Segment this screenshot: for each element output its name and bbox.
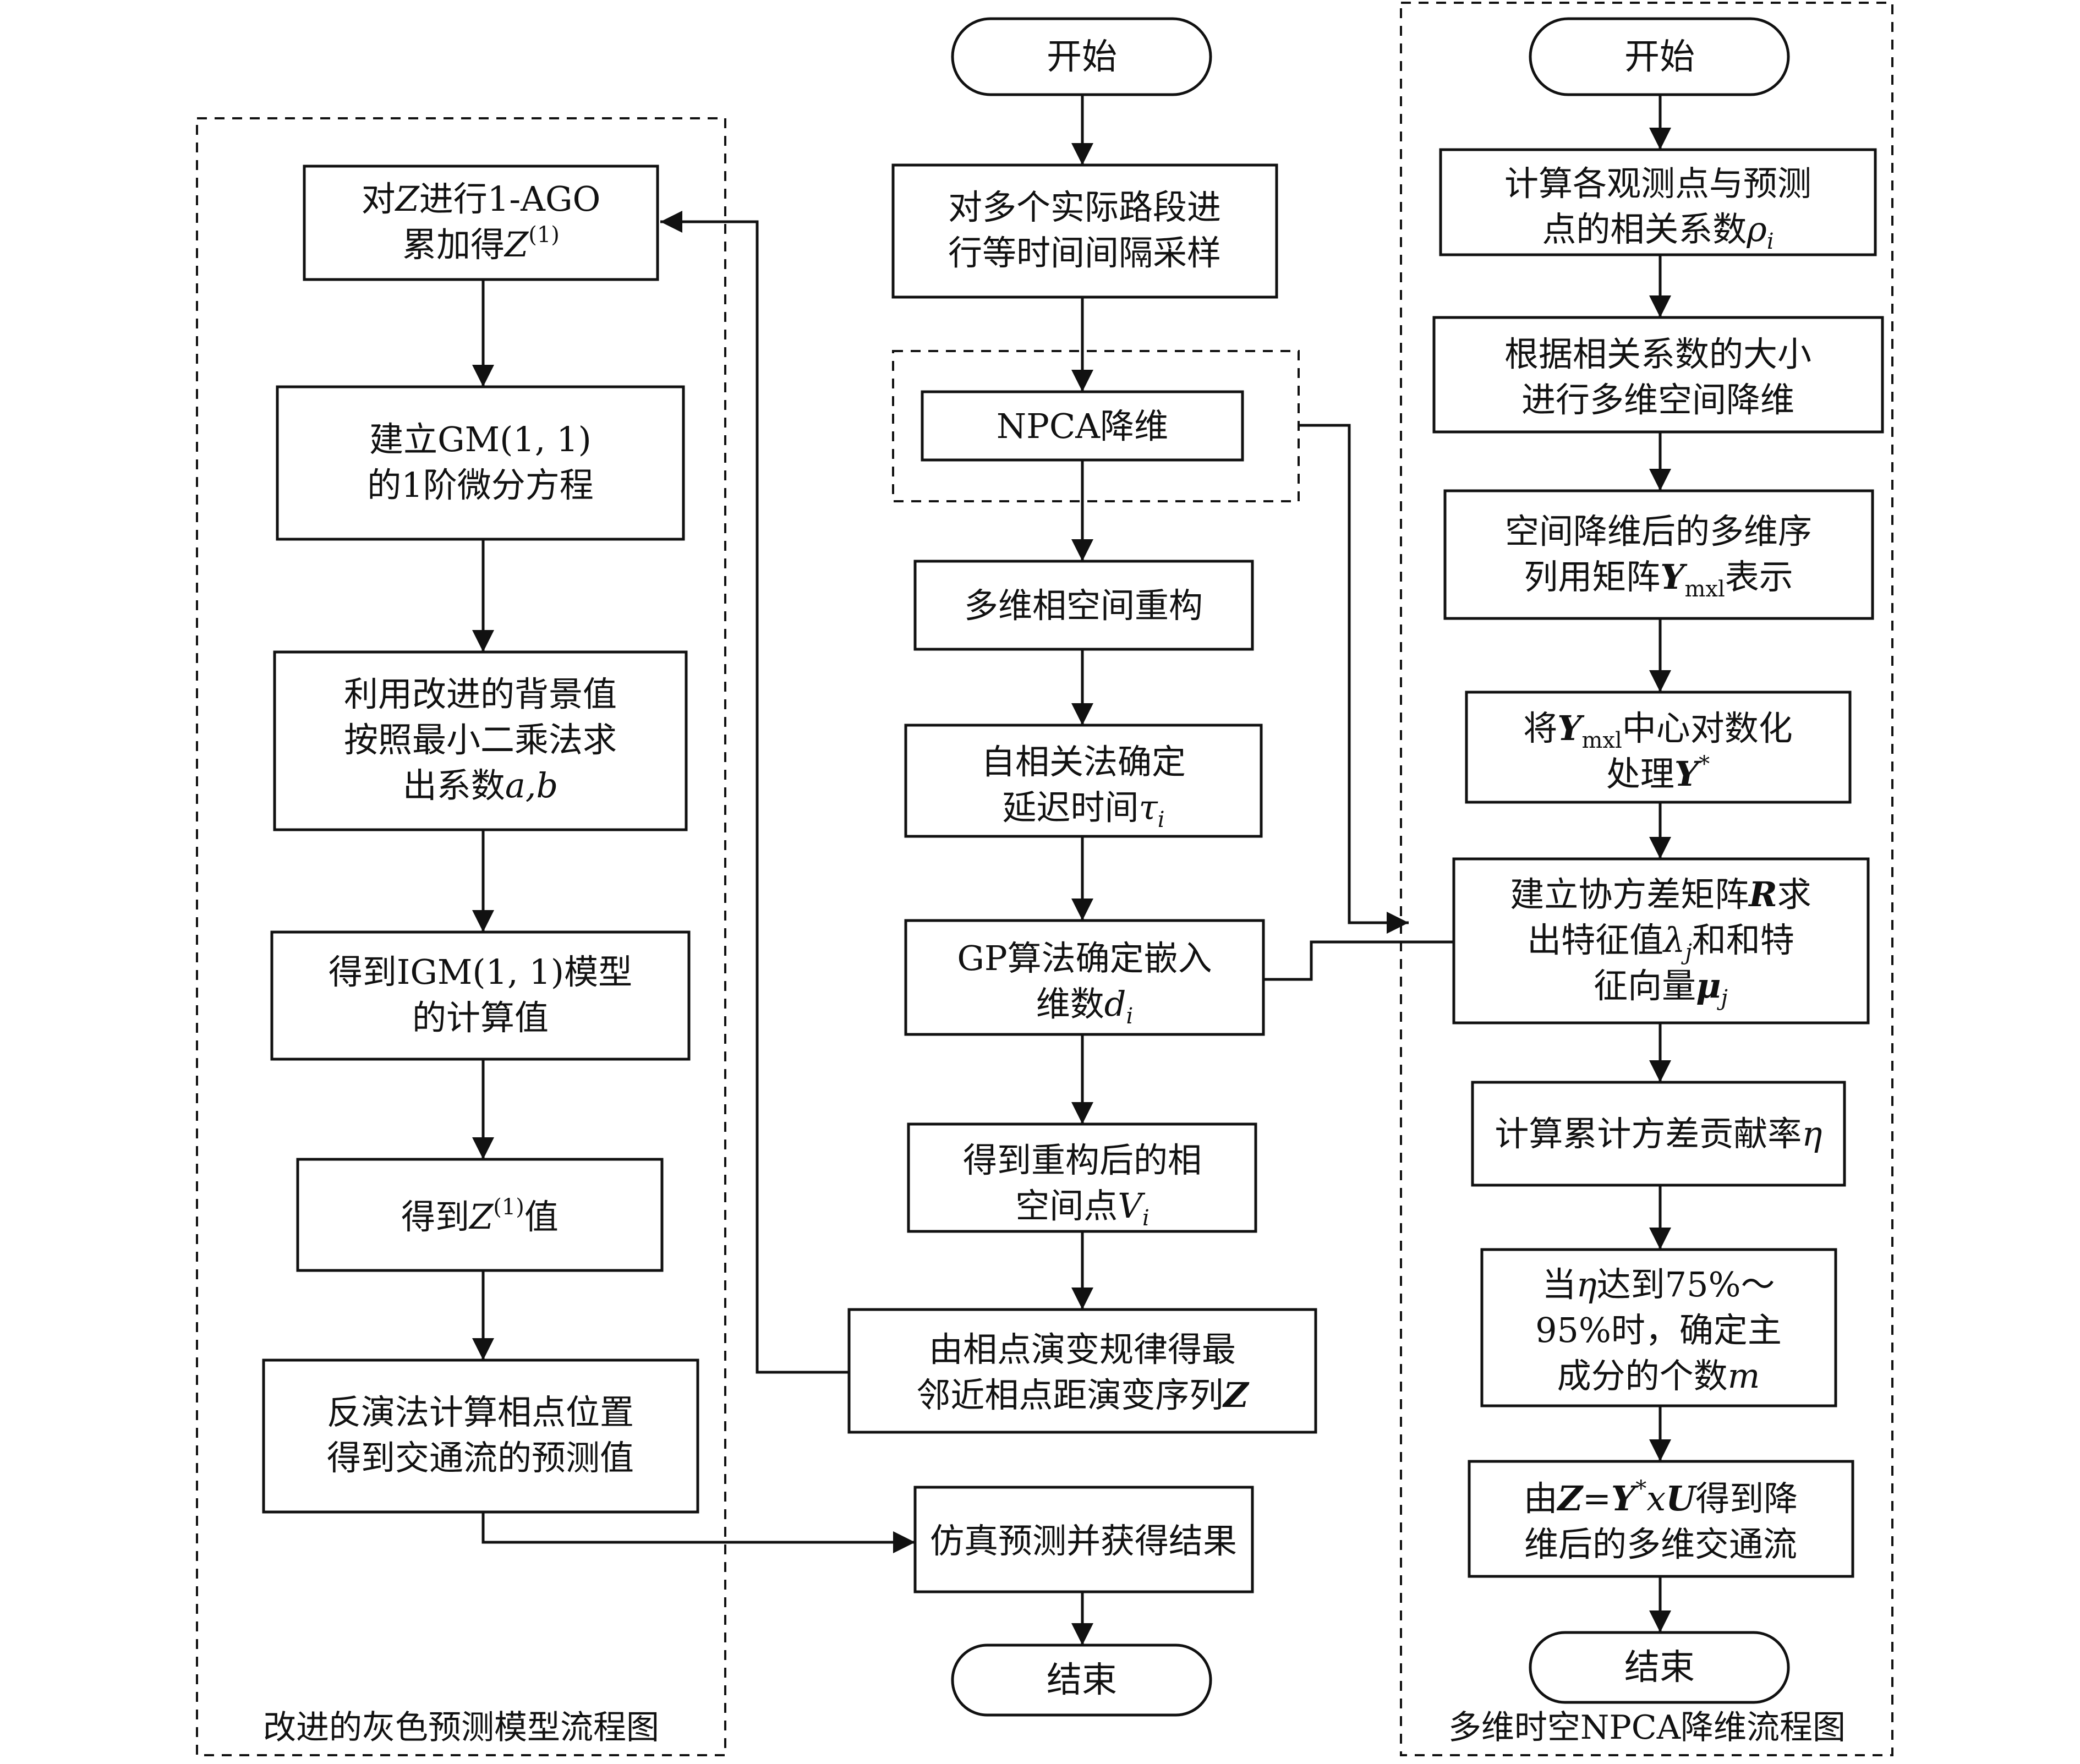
start-label: 开始 bbox=[1047, 37, 1117, 78]
node-n1-ago: 对Z进行1-AGO 累加得Z(1) bbox=[303, 165, 659, 281]
svg-text:进行多维空间降维: 进行多维空间降维 bbox=[1521, 380, 1794, 420]
edge-m5-r5 bbox=[1263, 940, 1454, 981]
svg-text:出系数a,b: 出系数a,b bbox=[403, 765, 558, 806]
svg-text:得到Z(1)值: 得到Z(1)值 bbox=[401, 1195, 559, 1237]
svg-text:空间点Vi: 空间点Vi bbox=[1015, 1186, 1150, 1231]
svg-text:GP算法确定嵌入: GP算法确定嵌入 bbox=[957, 938, 1212, 978]
svg-text:95%时，确定主: 95%时，确定主 bbox=[1535, 1310, 1782, 1350]
node-r3-matrix: 空间降维后的多维序 列用矩阵Ymxl表示 bbox=[1443, 489, 1874, 620]
node-m3-reconstruct: 多维相空间重构 bbox=[913, 560, 1254, 651]
svg-text:NPCA降维: NPCA降维 bbox=[997, 406, 1168, 446]
svg-text:自相关法确定: 自相关法确定 bbox=[981, 742, 1186, 782]
right-start-label: 开始 bbox=[1624, 37, 1695, 78]
svg-text:利用改进的背景值: 利用改进的背景值 bbox=[344, 674, 617, 714]
node-m4-delay: 自相关法确定 延迟时间τi bbox=[904, 724, 1263, 838]
right-start-terminal: 开始 bbox=[1529, 17, 1790, 96]
end-label: 结束 bbox=[1047, 1660, 1117, 1701]
node-r7-components: 当η达到75%～ 95%时，确定主 成分的个数m bbox=[1480, 1248, 1837, 1407]
svg-text:当η达到75%～: 当η达到75%～ bbox=[1542, 1264, 1775, 1305]
node-m1-sampling: 对多个实际路段进 行等时间间隔采样 bbox=[891, 163, 1278, 299]
right-group-frame bbox=[1400, 2, 1893, 1756]
node-r1-correlation: 计算各观测点与预测 点的相关系数ρi bbox=[1439, 148, 1877, 256]
svg-text:行等时间间隔采样: 行等时间间隔采样 bbox=[948, 233, 1221, 273]
svg-text:的计算值: 的计算值 bbox=[412, 998, 549, 1038]
svg-text:建立协方差矩阵R求: 建立协方差矩阵R求 bbox=[1510, 874, 1811, 914]
svg-text:由Z=Y*xU得到降: 由Z=Y*xU得到降 bbox=[1524, 1476, 1798, 1519]
svg-text:空间降维后的多维序: 空间降维后的多维序 bbox=[1505, 511, 1812, 551]
edge-m7-n1 bbox=[660, 211, 849, 1374]
left-group-frame bbox=[196, 117, 726, 1756]
start-terminal: 开始 bbox=[951, 17, 1212, 96]
node-n3-background: 利用改进的背景值 按照最小二乘法求 出系数a,b bbox=[273, 650, 688, 831]
svg-text:得到IGM(1, 1)模型: 得到IGM(1, 1)模型 bbox=[329, 952, 632, 992]
svg-text:计算各观测点与预测: 计算各观测点与预测 bbox=[1504, 163, 1811, 204]
node-n4-igm: 得到IGM(1, 1)模型 的计算值 bbox=[270, 930, 691, 1061]
svg-text:成分的个数m: 成分的个数m bbox=[1557, 1356, 1760, 1396]
svg-text:列用矩阵Ymxl表示: 列用矩阵Ymxl表示 bbox=[1524, 557, 1793, 602]
svg-text:按照最小二乘法求: 按照最小二乘法求 bbox=[344, 720, 617, 760]
node-m7-sequence: 由相点演变规律得最 邻近相点距演变序列Z bbox=[847, 1308, 1317, 1434]
svg-text:累加得Z(1): 累加得Z(1) bbox=[402, 222, 560, 265]
edge-npca-r5 bbox=[1299, 424, 1409, 934]
right-group-title: 多维时空NPCA降维流程图 bbox=[1448, 1708, 1846, 1747]
svg-text:处理Y*: 处理Y* bbox=[1606, 752, 1710, 794]
node-r4-centering: 将Ymxl中心对数化 处理Y* bbox=[1465, 691, 1852, 804]
right-end-label: 结束 bbox=[1624, 1647, 1695, 1688]
node-r5-covariance: 建立协方差矩阵R求 出特征值λj和和特 征向量μj bbox=[1452, 857, 1870, 1025]
node-n6-inverse: 反演法计算相点位置 得到交通流的预测值 bbox=[262, 1358, 699, 1514]
node-r6-variance: 计算累计方差贡献率η bbox=[1471, 1081, 1846, 1187]
svg-text:计算累计方差贡献率η: 计算累计方差贡献率η bbox=[1495, 1114, 1822, 1154]
svg-text:反演法计算相点位置: 反演法计算相点位置 bbox=[327, 1392, 634, 1432]
node-m8-simulate: 仿真预测并获得结果 bbox=[913, 1486, 1254, 1593]
end-terminal: 结束 bbox=[951, 1644, 1212, 1717]
node-n2-gm: 建立GM(1, 1) 的1阶微分方程 bbox=[276, 385, 685, 541]
svg-text:由相点演变规律得最: 由相点演变规律得最 bbox=[929, 1329, 1236, 1369]
svg-text:出特征值λj和和特: 出特征值λj和和特 bbox=[1527, 920, 1794, 965]
edge-n6-m8 bbox=[481, 1512, 915, 1553]
svg-text:邻近相点距演变序列Z: 邻近相点距演变序列Z bbox=[916, 1375, 1250, 1415]
svg-text:对Z进行1-AGO: 对Z进行1-AGO bbox=[362, 179, 601, 219]
node-m6-points: 得到重构后的相 空间点Vi bbox=[907, 1122, 1257, 1233]
node-n5-z1: 得到Z(1)值 bbox=[296, 1158, 664, 1272]
svg-text:仿真预测并获得结果: 仿真预测并获得结果 bbox=[930, 1521, 1237, 1561]
edges bbox=[472, 95, 1671, 1645]
node-r2-reduce: 根据相关系数的大小 进行多维空间降维 bbox=[1432, 316, 1884, 434]
svg-text:得到重构后的相: 得到重构后的相 bbox=[963, 1140, 1202, 1180]
svg-text:维数di: 维数di bbox=[1036, 984, 1134, 1029]
svg-text:将Ymxl中心对数化: 将Ymxl中心对数化 bbox=[1523, 708, 1793, 753]
svg-text:延迟时间τi: 延迟时间τi bbox=[1002, 787, 1164, 832]
node-m5-gp: GP算法确定嵌入 维数di bbox=[904, 919, 1265, 1036]
svg-text:根据相关系数的大小: 根据相关系数的大小 bbox=[1504, 334, 1811, 374]
node-m2-npca: NPCA降维 bbox=[921, 390, 1244, 462]
svg-text:维后的多维交通流: 维后的多维交通流 bbox=[1524, 1524, 1797, 1564]
svg-text:多维相空间重构: 多维相空间重构 bbox=[964, 585, 1203, 626]
svg-text:点的相关系数ρi: 点的相关系数ρi bbox=[1542, 209, 1774, 254]
svg-text:对多个实际路段进: 对多个实际路段进 bbox=[948, 187, 1221, 227]
svg-text:建立GM(1, 1): 建立GM(1, 1) bbox=[369, 419, 592, 459]
svg-text:的1阶微分方程: 的1阶微分方程 bbox=[367, 465, 593, 505]
left-group-title: 改进的灰色预测模型流程图 bbox=[263, 1708, 659, 1747]
right-end-terminal: 结束 bbox=[1529, 1631, 1790, 1704]
svg-text:征向量μj: 征向量μj bbox=[1594, 966, 1728, 1011]
svg-text:得到交通流的预测值: 得到交通流的预测值 bbox=[327, 1438, 634, 1478]
node-r8-result: 由Z=Y*xU得到降 维后的多维交通流 bbox=[1468, 1460, 1854, 1578]
